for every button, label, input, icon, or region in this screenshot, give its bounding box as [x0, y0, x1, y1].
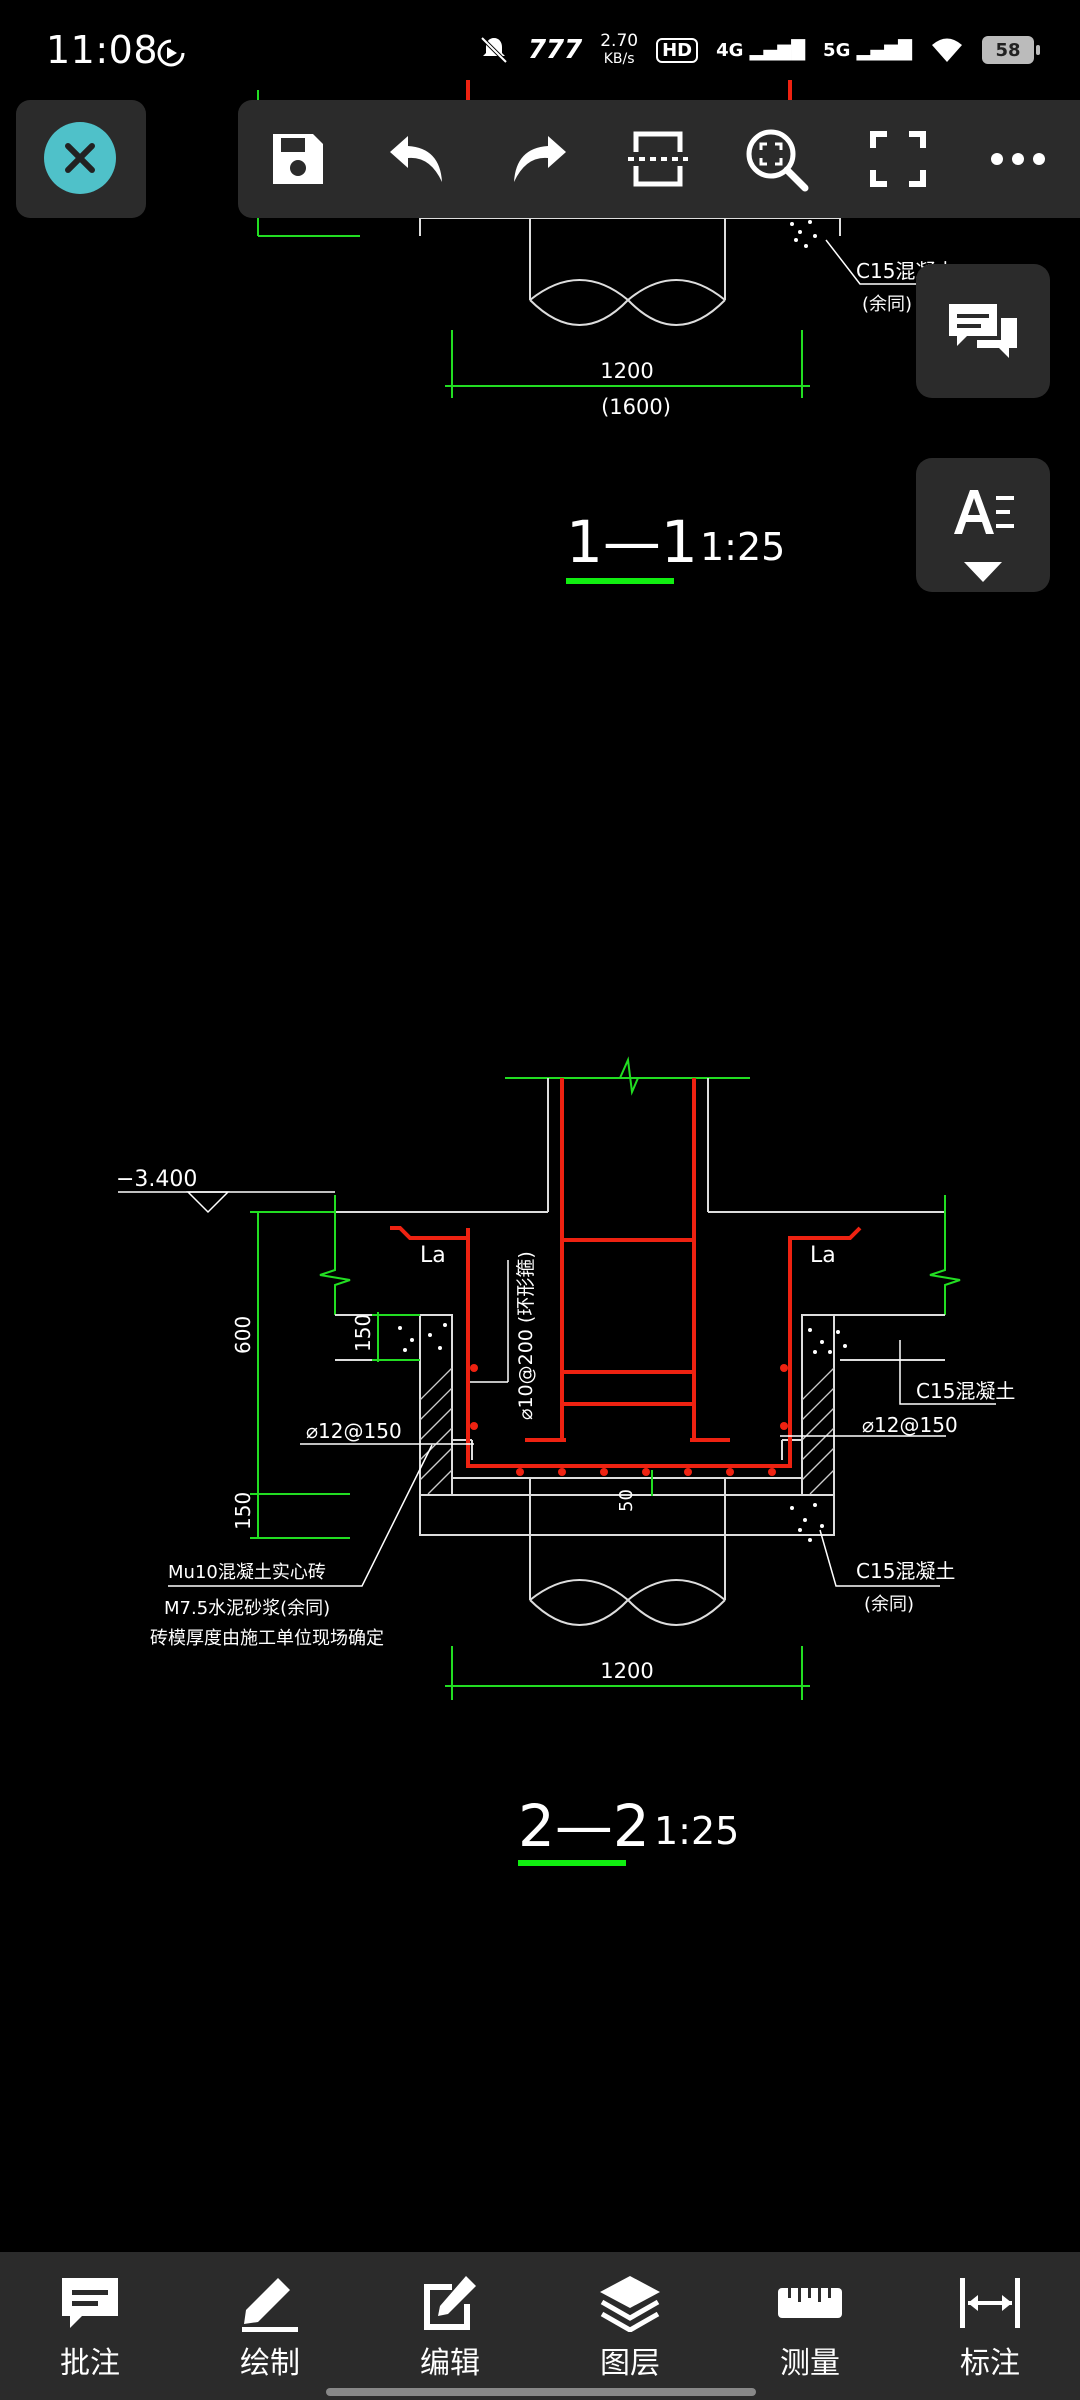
comments-icon	[949, 304, 1017, 358]
signal-5g: 5G ▂▄▆█	[823, 39, 912, 61]
zoom-extents-icon	[746, 129, 809, 192]
nav-label: 测量	[780, 2346, 840, 2381]
nav-label: 绘制	[240, 2346, 300, 2381]
svg-text:⌀10@200 (环形箍): ⌀10@200 (环形箍)	[515, 1251, 537, 1420]
save-button[interactable]	[238, 100, 358, 218]
status-icons: 777 2.70 KB/s HD 4G ▂▄▆█ 5G ▂▄▆█ 58	[478, 28, 1040, 72]
nav-layers[interactable]: 图层	[540, 2252, 720, 2400]
svg-text:C15混凝土: C15混凝土	[856, 1559, 955, 1583]
svg-text:(余同): (余同)	[864, 1594, 914, 1615]
svg-text:⌀12@150: ⌀12@150	[862, 1413, 958, 1437]
svg-text:2—2: 2—2	[518, 1792, 650, 1860]
nav-annotation[interactable]: 批注	[0, 2252, 180, 2400]
svg-text:1:25: 1:25	[700, 525, 785, 569]
svg-text:600: 600	[231, 1316, 255, 1354]
more-icon	[991, 153, 1045, 165]
nav-label: 标注	[960, 2346, 1020, 2381]
nav-label: 编辑	[420, 2346, 480, 2381]
nav-edit[interactable]: 编辑	[360, 2252, 540, 2400]
wifi-icon	[932, 38, 962, 62]
nav-draw[interactable]: 绘制	[180, 2252, 360, 2400]
annotation-icon	[62, 2278, 118, 2328]
zoom-extents-button[interactable]	[718, 100, 838, 218]
svg-text:150: 150	[231, 1492, 255, 1530]
top-toolbar	[238, 100, 1080, 218]
pencil-icon	[242, 2278, 298, 2332]
split-view-icon	[628, 131, 688, 187]
svg-text:(1600): (1600)	[601, 395, 671, 419]
svg-text:50: 50	[616, 1489, 637, 1512]
signal-4g: 4G ▂▄▆█	[716, 39, 806, 61]
fullscreen-icon	[870, 131, 926, 187]
svg-text:La: La	[810, 1243, 836, 1268]
svg-text:−3.400: −3.400	[116, 1167, 197, 1192]
mute-icon	[480, 36, 508, 64]
net-speed: 2.70 KB/s	[600, 31, 639, 67]
split-view-button[interactable]	[598, 100, 718, 218]
svg-text:150: 150	[351, 1314, 375, 1352]
dimension-icon	[960, 2278, 1020, 2328]
save-icon	[273, 134, 323, 184]
svg-text:1—1: 1—1	[566, 508, 698, 576]
close-button[interactable]	[44, 122, 116, 194]
more-button[interactable]	[958, 100, 1078, 218]
text-style-button[interactable]	[916, 458, 1050, 592]
undo-icon	[390, 136, 442, 182]
redo-button[interactable]	[478, 100, 598, 218]
edit-icon	[424, 2276, 476, 2330]
fullscreen-button[interactable]	[838, 100, 958, 218]
home-indicator[interactable]	[326, 2388, 756, 2396]
battery-indicator: 58	[982, 36, 1040, 64]
svg-text:La: La	[420, 1243, 446, 1268]
svg-text:(余同): (余同)	[862, 294, 912, 315]
play-indicator-icon	[157, 39, 185, 67]
svg-text:1:25: 1:25	[654, 1809, 739, 1853]
status-bar: 11:08 777 2.70 KB/s HD 4G ▂▄▆█ 5G ▂▄▆█ 5…	[0, 0, 1080, 96]
carrier-icon: 777	[527, 35, 583, 65]
text-format-icon	[954, 490, 1014, 534]
chevron-down-icon	[964, 562, 1002, 582]
svg-text:1200: 1200	[600, 359, 653, 383]
comment-list-button[interactable]	[916, 264, 1050, 398]
close-icon	[65, 143, 95, 173]
clock: 11:08	[46, 28, 159, 72]
layers-icon	[600, 2276, 660, 2332]
bottom-nav: 批注 绘制 编辑 图层 测量	[0, 2252, 1080, 2400]
svg-text:1200: 1200	[600, 1659, 653, 1683]
svg-text:C15混凝土: C15混凝土	[916, 1379, 1015, 1403]
svg-text:M7.5水泥砂浆(余同): M7.5水泥砂浆(余同)	[164, 1598, 330, 1619]
nav-dimension[interactable]: 标注	[900, 2252, 1080, 2400]
svg-text:⌀12@150: ⌀12@150	[306, 1419, 402, 1443]
nav-measure[interactable]: 测量	[720, 2252, 900, 2400]
svg-text:砖模厚度由施工单位现场确定: 砖模厚度由施工单位现场确定	[150, 1628, 384, 1649]
nav-label: 图层	[600, 2346, 660, 2381]
svg-text:Mu10混凝土实心砖: Mu10混凝土实心砖	[168, 1562, 326, 1583]
hd-badge: HD	[656, 37, 699, 63]
undo-button[interactable]	[358, 100, 478, 218]
section-2-2: −3.400 La La 600 150 150 ⌀10@200 (环形箍) ⌀…	[116, 1056, 1015, 1866]
redo-icon	[514, 136, 566, 182]
ruler-icon	[778, 2288, 842, 2318]
nav-label: 批注	[60, 2346, 120, 2381]
